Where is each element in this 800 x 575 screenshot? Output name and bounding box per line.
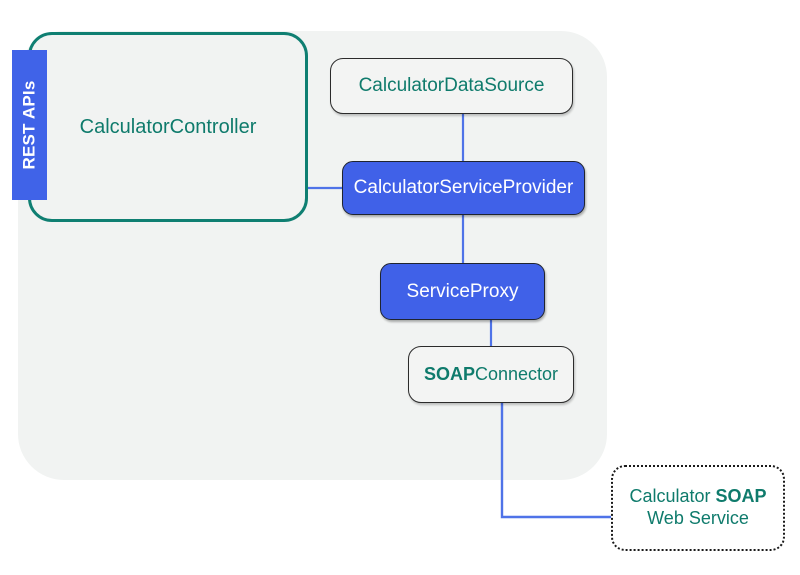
node-external-service-line1: Calculator SOAP xyxy=(629,486,766,506)
node-calculator-service-provider[interactable]: CalculatorServiceProvider xyxy=(342,161,585,215)
node-soap-connector[interactable]: SOAPConnector xyxy=(408,346,574,403)
node-service-proxy[interactable]: ServiceProxy xyxy=(380,263,545,320)
node-external-service-line1-bold: SOAP xyxy=(715,486,767,507)
node-calculator-controller[interactable]: CalculatorController xyxy=(28,32,308,222)
node-calculator-service-provider-label: CalculatorServiceProvider xyxy=(353,177,574,199)
node-soap-connector-label: SOAPConnector xyxy=(424,364,558,386)
node-calculator-datasource-label: CalculatorDataSource xyxy=(358,75,545,97)
node-soap-connector-label-bold: SOAP xyxy=(423,363,475,384)
rest-apis-tab-label: REST APIs xyxy=(19,80,39,170)
rest-apis-tab[interactable]: REST APIs xyxy=(12,50,47,200)
node-soap-connector-label-rest: Connector xyxy=(474,363,559,384)
node-service-proxy-label: ServiceProxy xyxy=(406,280,519,302)
node-calculator-controller-label: CalculatorController xyxy=(79,115,257,138)
node-external-calculator-soap-web-service[interactable]: Calculator SOAP Web Service xyxy=(611,465,785,551)
node-external-service-label: Calculator SOAP Web Service xyxy=(629,486,766,530)
node-external-service-line1-regular: Calculator xyxy=(629,486,716,507)
node-calculator-datasource[interactable]: CalculatorDataSource xyxy=(330,58,573,114)
node-external-service-line2: Web Service xyxy=(647,508,749,528)
